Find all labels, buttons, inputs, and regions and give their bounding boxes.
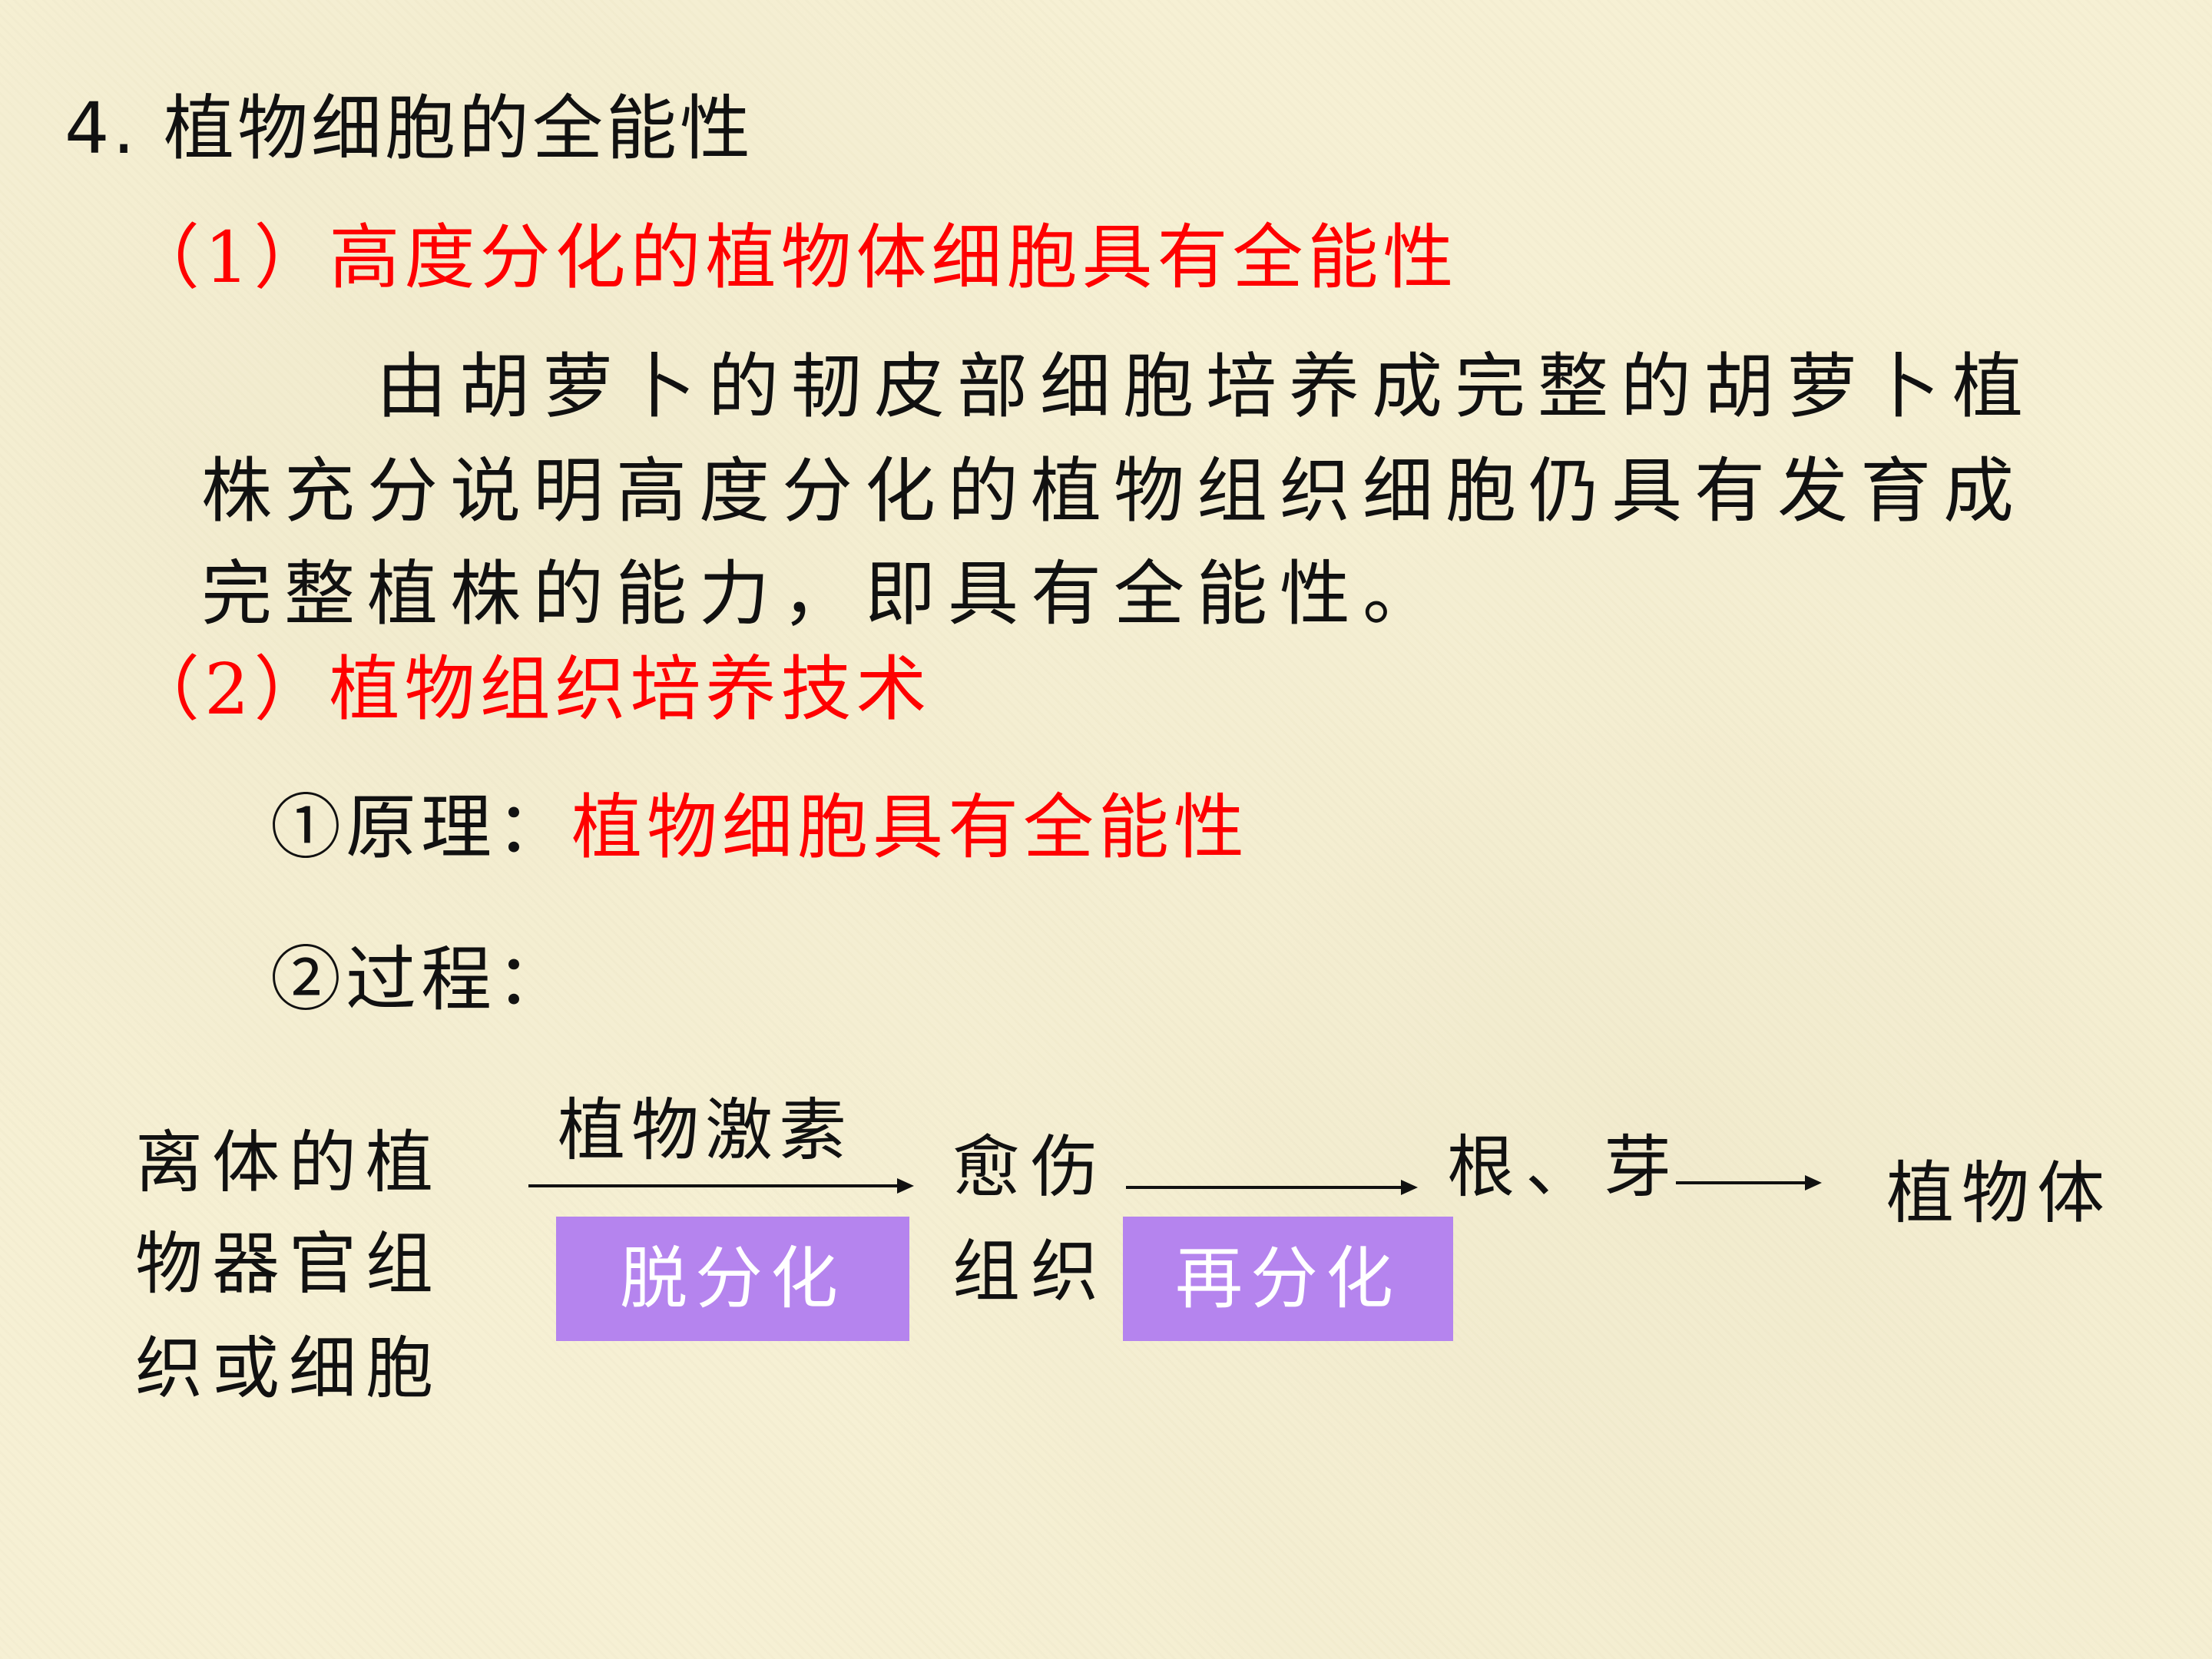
principle-value: 植物细胞具有全能性	[571, 786, 1250, 869]
callus-line-2: 组织	[952, 1232, 1110, 1311]
section-1-heading: （1）高度分化的植物体细胞具有全能性	[129, 217, 1459, 299]
process-label: ②过程：	[270, 939, 572, 1021]
paragraph-line-2: 株充分说明高度分化的植物组织细胞仍具有发育成	[201, 450, 2027, 532]
root-bud-label: 根、芽	[1447, 1128, 1683, 1207]
callus-line-1: 愈伤	[952, 1128, 1110, 1207]
plant-label: 植物体	[1886, 1154, 2113, 1233]
dedifferentiation-box: 脱分化	[556, 1217, 909, 1341]
hormone-label: 植物激素	[558, 1091, 853, 1170]
arrow-1-head	[897, 1178, 914, 1194]
principle-line: ①原理：植物细胞具有全能性	[270, 793, 1249, 863]
arrow-3-head	[1805, 1175, 1822, 1190]
source-line-3: 织或细胞	[135, 1329, 443, 1408]
source-line-2: 物器官组	[135, 1224, 443, 1303]
paragraph-line-1: 由胡萝卜的韧皮部细胞培养成完整的胡萝卜植	[376, 346, 2036, 428]
paragraph-line-3: 完整植株的能力，即具有全能性。	[201, 553, 1446, 635]
principle-label: ①原理：	[270, 786, 572, 869]
redifferentiation-box: 再分化	[1123, 1217, 1453, 1341]
source-line-1: 离体的植	[135, 1123, 443, 1202]
section-2-heading: （2）植物组织培养技术	[129, 648, 932, 730]
slide-title: 4. 植物细胞的全能性	[65, 88, 754, 170]
arrow-2-head	[1401, 1180, 1418, 1195]
